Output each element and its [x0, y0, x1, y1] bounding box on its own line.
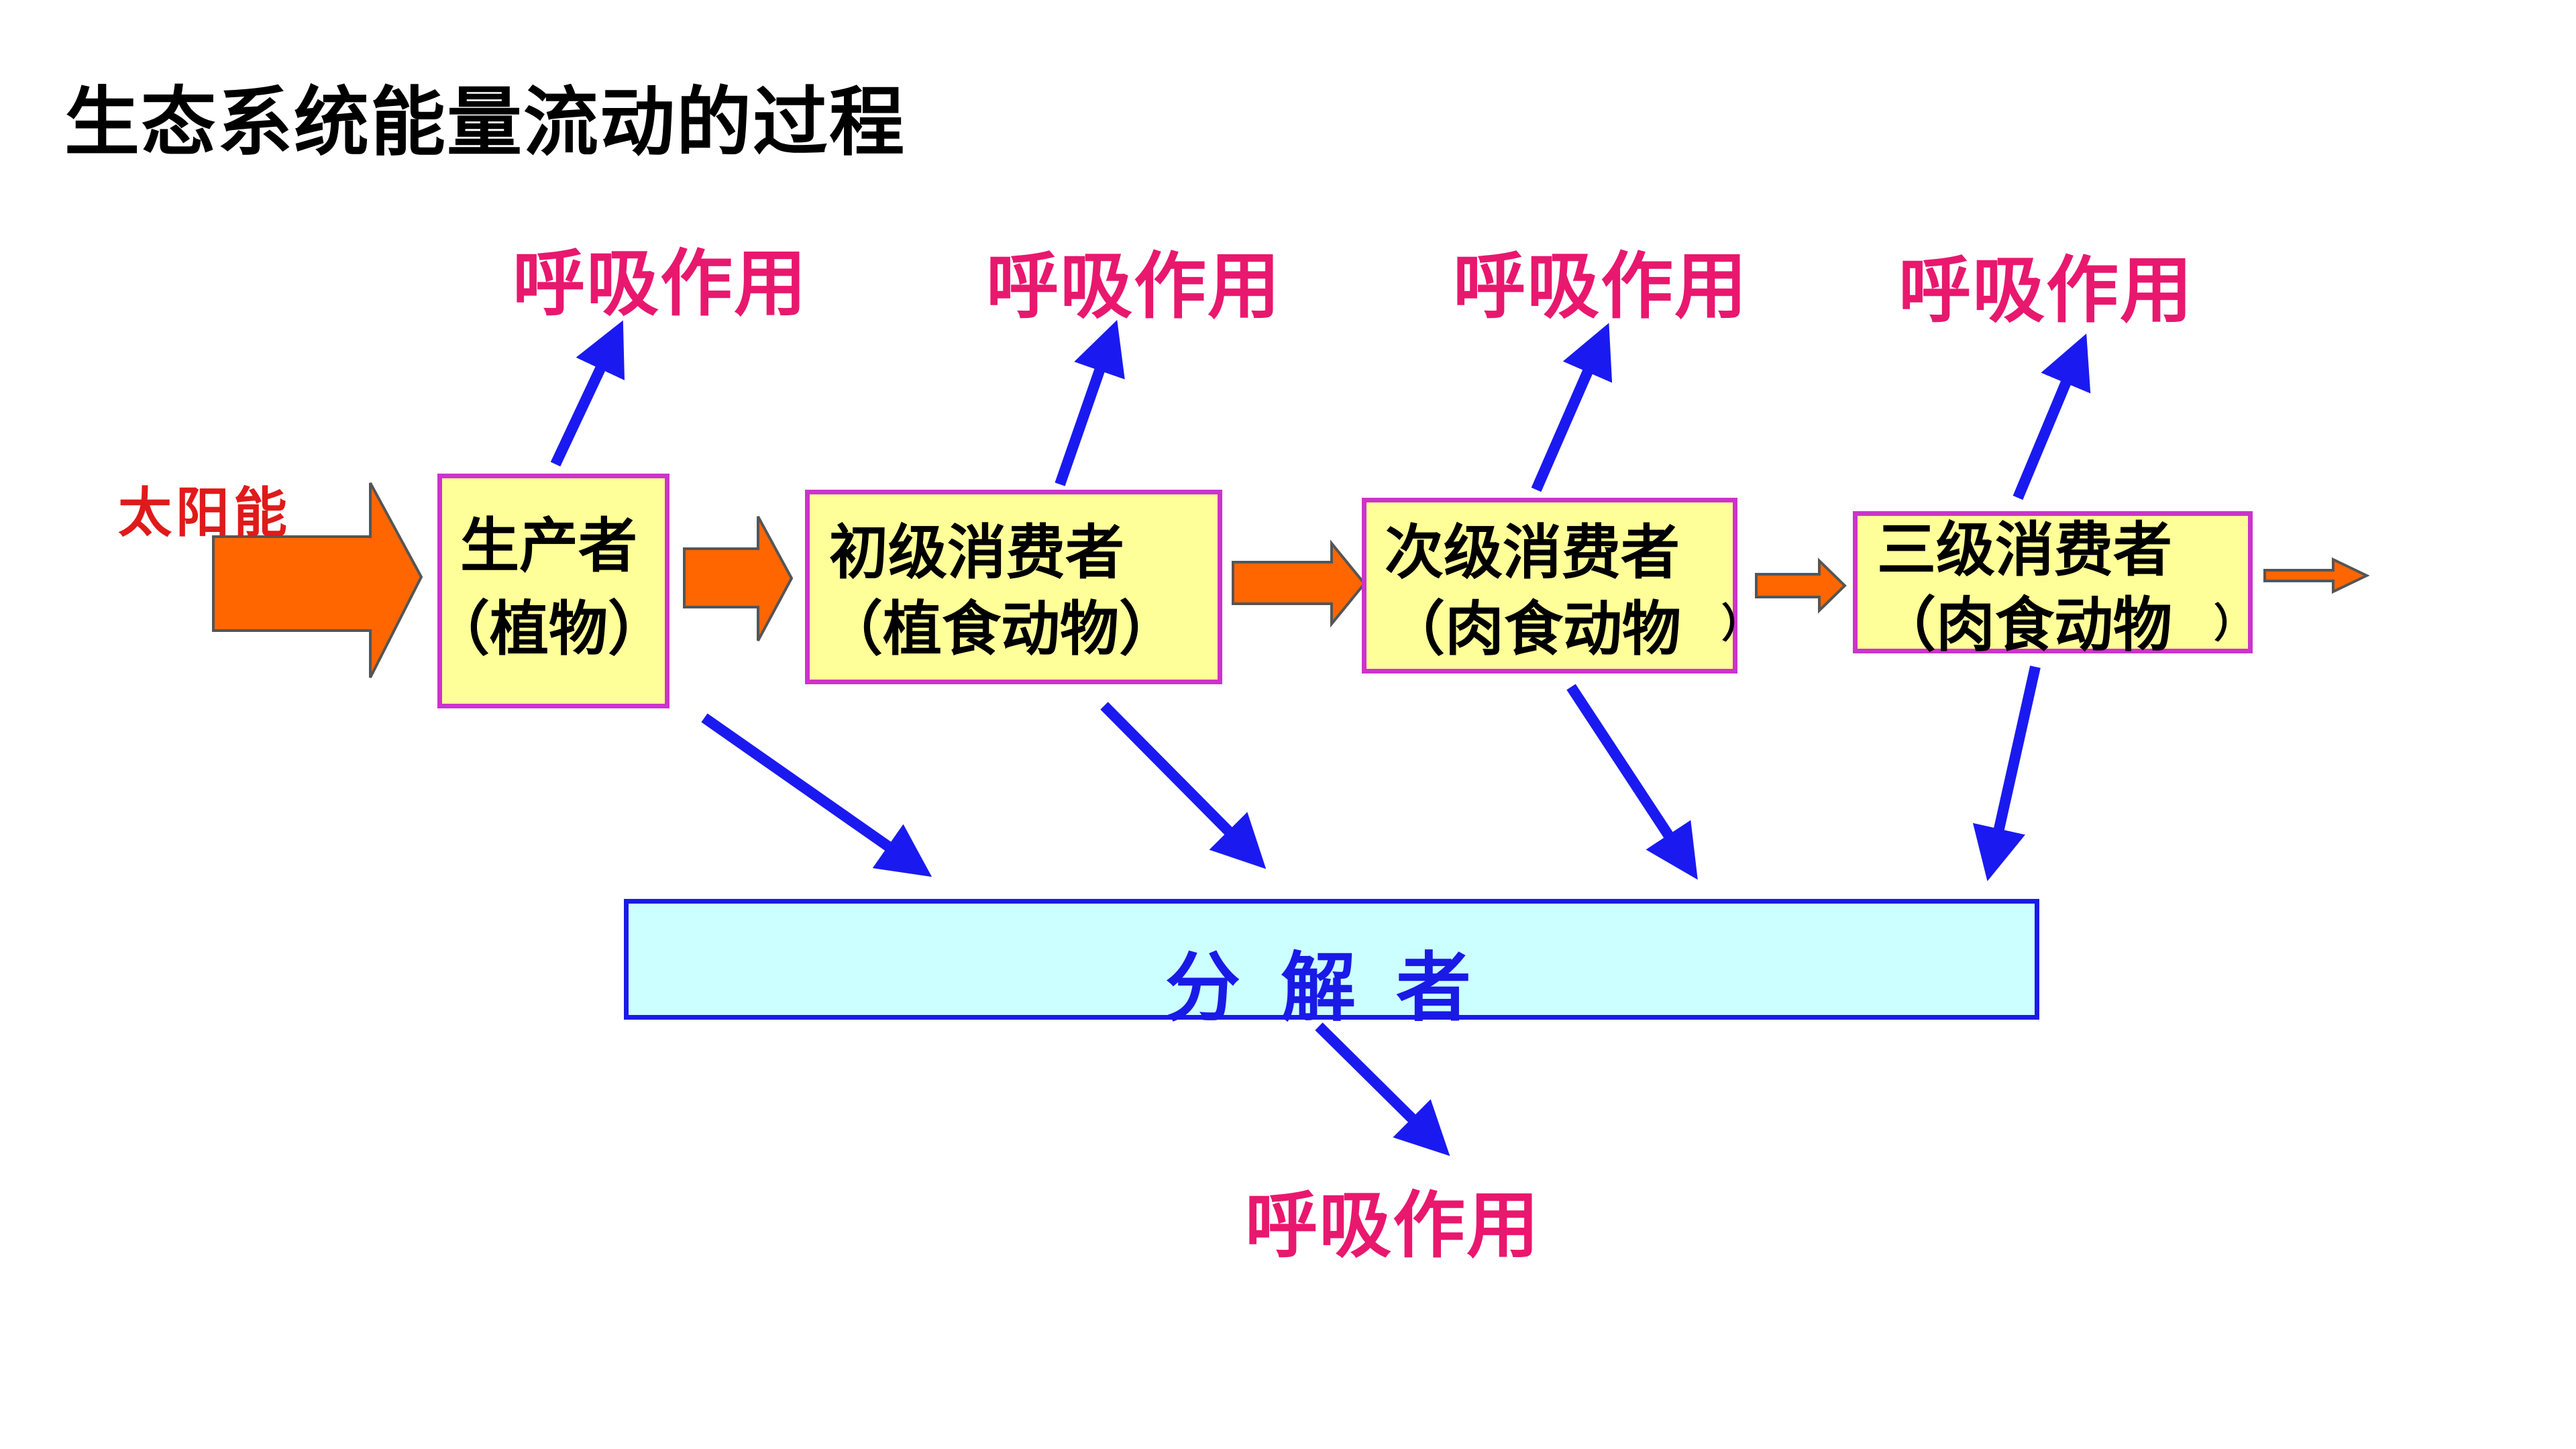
tertiary-consumer-paren: ） — [2214, 600, 2254, 647]
respiration-arrow-tertiary — [2012, 333, 2091, 500]
tertiary-consumer-node — [1853, 511, 2253, 653]
tertiary-consumer-detail: （肉食动物 — [1877, 590, 2173, 659]
flow-arrow-tertiary-outflow — [2263, 557, 2370, 594]
producer-node — [437, 474, 669, 708]
secondary-consumer-name: 次级消费者 — [1385, 518, 1680, 587]
decomposer-arrow-primary — [1100, 702, 1267, 869]
page-title: 生态系统能量流动的过程 — [64, 79, 906, 166]
decomposer-arrow-tertiary — [1972, 665, 2041, 881]
respiration-arrow-decomposer — [1315, 1022, 1450, 1157]
respiration-label-tertiary: 呼吸作用 — [1898, 249, 2194, 333]
solar-energy-label: 太阳能 — [118, 481, 291, 544]
flow-arrow-secondary-to-tertiary — [1755, 557, 1847, 614]
respiration-arrow-primary — [1055, 319, 1125, 486]
respiration-arrow-secondary — [1531, 323, 1613, 492]
decomposer-label: 分解者 — [1165, 945, 1511, 1032]
decomposer-arrow-secondary — [1566, 684, 1698, 880]
tertiary-consumer-name: 三级消费者 — [1877, 515, 2173, 584]
decomposer-node — [624, 899, 2039, 1020]
primary-consumer-name: 初级消费者 — [829, 518, 1125, 587]
flow-arrow-producer-to-primary — [683, 516, 794, 641]
respiration-arrow-producer — [550, 320, 625, 467]
producer-detail: （植物） — [431, 594, 667, 663]
respiration-label-secondary: 呼吸作用 — [1453, 245, 1749, 329]
secondary-consumer-detail: （肉食动物 — [1386, 594, 1682, 663]
primary-consumer-detail: （植食动物） — [824, 594, 1179, 663]
secondary-consumer-paren: ） — [1721, 600, 1762, 647]
primary-consumer-node — [805, 490, 1222, 684]
solar-energy-arrow — [212, 482, 423, 678]
respiration-label-primary: 呼吸作用 — [986, 245, 1282, 329]
respiration-label-decomposer: 呼吸作用 — [1245, 1184, 1541, 1268]
secondary-consumer-node — [1362, 498, 1737, 674]
respiration-label-producer: 呼吸作用 — [513, 242, 808, 326]
flow-arrow-primary-to-secondary — [1232, 539, 1366, 628]
producer-name: 生产者 — [460, 511, 638, 580]
decomposer-arrow-producer — [701, 713, 932, 877]
